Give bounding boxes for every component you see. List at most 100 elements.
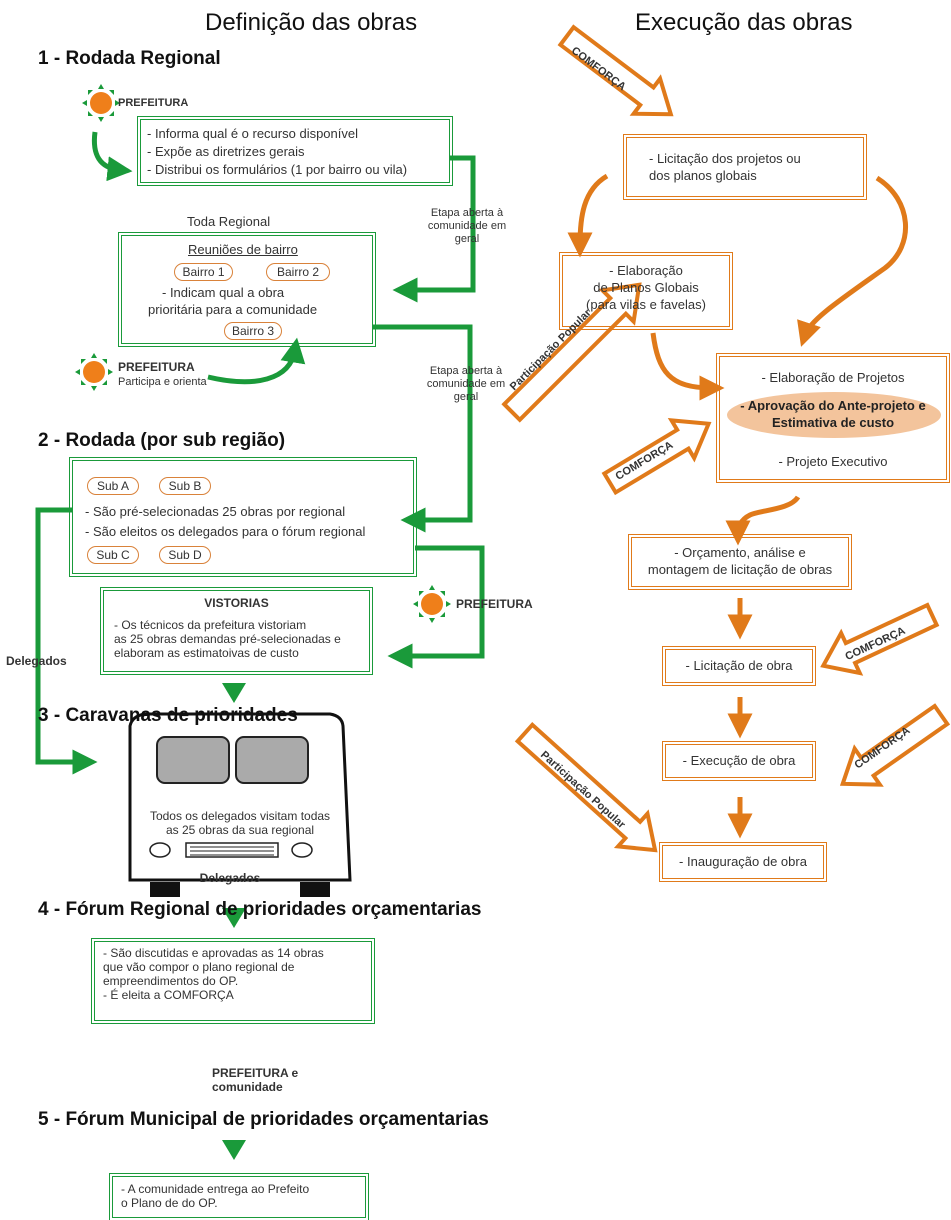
forum-municipal-box: - A comunidade entrega ao Prefeito o Pla… xyxy=(109,1173,369,1220)
bairro-pill: Bairro 3 xyxy=(224,322,282,340)
sub-pill: Sub D xyxy=(159,546,211,564)
forum-line: empreendimentos do OP. xyxy=(103,974,239,988)
exec-line: (para vilas e favelas) xyxy=(586,297,706,312)
down-arrow-icon xyxy=(222,683,246,703)
vistorias-box: VISTORIAS - Os técnicos da prefeitura vi… xyxy=(100,587,373,675)
flow-arrow xyxy=(725,495,801,546)
delegados-side-label: Delegados xyxy=(6,654,67,668)
rodada-regional-box: - Informa qual é o recurso disponível - … xyxy=(137,116,453,186)
flow-arrow xyxy=(91,131,133,182)
sub-regiao-box: Sub A Sub B - São pré-selecionadas 25 ob… xyxy=(69,457,417,577)
municipal-line: - A comunidade entrega ao Prefeito xyxy=(121,1182,310,1196)
bairro-pill: Bairro 1 xyxy=(174,263,233,281)
reunioes-title: Reuniões de bairro xyxy=(188,242,298,257)
indicam-line: - Indicam qual a obra xyxy=(162,285,285,300)
sub-pill: Sub B xyxy=(159,477,211,495)
note-line: geral xyxy=(454,233,480,245)
prefeitura-label: PREFEITURA xyxy=(118,360,195,374)
exec-line: - Projeto Executivo xyxy=(778,454,888,469)
forum-line: - São discutidas e aprovadas as 14 obras xyxy=(103,946,324,960)
forum-line: - É eleita a COMFORÇA xyxy=(103,988,234,1002)
execucao-obra-box: - Execução de obra xyxy=(662,741,816,781)
open-stage-note: Etapa aberta à comunidade em geral xyxy=(412,207,522,246)
sun-icon xyxy=(413,585,451,623)
participacao-arrow-icon xyxy=(501,282,642,423)
comforca-arrow-icon xyxy=(839,703,951,787)
flow-arrow xyxy=(567,173,609,258)
exec-line: - Orçamento, análise e xyxy=(674,545,806,560)
note-line: comunidade em xyxy=(427,220,507,232)
section-2-title: 2 - Rodada (por sub região) xyxy=(38,430,286,451)
section-4-title: 4 - Fórum Regional de prioridades orçame… xyxy=(38,899,482,920)
section-1-title: 1 - Rodada Regional xyxy=(38,48,221,69)
section-5-title: 5 - Fórum Municipal de prioridades orçam… xyxy=(38,1109,489,1130)
exec-line: dos planos globais xyxy=(649,168,757,183)
municipal-line: o Plano de do OP. xyxy=(121,1196,218,1210)
bus-label: Delegados xyxy=(199,871,261,885)
exec-line: - Elaboração xyxy=(609,263,683,278)
exec-line: de Planos Globais xyxy=(593,280,699,295)
bus-text: Todos os delegados visitam todas as 25 o… xyxy=(134,809,346,837)
prefeitura-sub: comunidade xyxy=(212,1080,283,1094)
exec-line: - Licitação dos projetos ou xyxy=(649,151,801,166)
prefeitura-label: PREFEITURA xyxy=(456,597,533,611)
sun-icon xyxy=(75,353,113,391)
sub-pill: Sub A xyxy=(87,477,139,495)
flow-arrow xyxy=(650,332,725,401)
down-arrow-icon xyxy=(222,908,246,928)
flow-arrow xyxy=(207,337,306,385)
highlight-line: - Aprovação do Ante-projeto e xyxy=(740,398,926,413)
header-definicao: Definição das obras xyxy=(205,9,418,36)
bus-illustration xyxy=(128,712,352,897)
box-line: - Distribui os formulários (1 por bairro… xyxy=(147,162,408,177)
licitacao-obra-box: - Licitação de obra xyxy=(662,646,816,686)
comforca-arrow-icon xyxy=(601,418,712,496)
box-line: - Expõe as diretrizes gerais xyxy=(147,144,305,159)
vistorias-line: - Os técnicos da prefeitura vistoriam xyxy=(114,618,307,632)
prefeitura-label: PREFEITURA e xyxy=(212,1066,299,1080)
open-stage-note: Etapa aberta à comunidade em geral xyxy=(410,365,522,404)
inauguracao-box: - Inauguração de obra xyxy=(659,842,827,882)
vistorias-line: elaboram as estimatoivas de custo xyxy=(114,646,299,660)
exec-line: montagem de licitação de obras xyxy=(647,562,833,577)
participacao-arrow-icon xyxy=(514,722,658,853)
planos-globais-box: - Elaboração de Planos Globais (para vil… xyxy=(559,252,733,330)
flow-arrow xyxy=(387,545,485,669)
comforca-arrow-icon xyxy=(557,24,674,117)
reunioes-bairro-box: Reuniões de bairro Bairro 1 Bairro 2 - I… xyxy=(118,232,376,347)
exec-line: - Licitação de obra xyxy=(685,658,793,673)
header-execucao: Execução das obras xyxy=(635,9,853,36)
highlight-line: Estimativa de custo xyxy=(771,415,895,430)
forum-regional-box: - São discutidas e aprovadas as 14 obras… xyxy=(91,938,375,1024)
vistorias-title: VISTORIAS xyxy=(204,596,269,610)
orcamento-box: - Orçamento, análise e montagem de licit… xyxy=(628,534,852,590)
section-3-title: 3 - Caravanas de prioridades xyxy=(38,705,298,726)
flow-arrow xyxy=(797,175,908,347)
down-arrow-icon xyxy=(222,1140,246,1160)
sub-pill: Sub C xyxy=(87,546,139,564)
licitacao-projetos-box: - Licitação dos projetos ou dos planos g… xyxy=(623,134,867,200)
toda-regional-label: Toda Regional xyxy=(187,214,271,229)
vistorias-line: as 25 obras demandas pré-selecionadas e xyxy=(114,632,341,646)
exec-line: - Execução de obra xyxy=(682,753,796,768)
indicam-line: prioritária para a comunidade xyxy=(148,302,318,317)
exec-line: - Inauguração de obra xyxy=(679,854,807,869)
box-line: - Informa qual é o recurso disponível xyxy=(147,126,358,141)
projetos-box: - Elaboração de Projetos - Aprovação do … xyxy=(716,353,950,483)
note-line: comunidade em xyxy=(426,378,506,390)
note-line: Etapa aberta à xyxy=(429,365,503,377)
sub-line: - São eleitos os delegados para o fórum … xyxy=(85,524,366,539)
comforca-arrow-icon xyxy=(820,602,940,676)
bus-line: as 25 obras da sua regional xyxy=(165,823,315,837)
flow-arrow xyxy=(392,155,476,303)
flow-arrow xyxy=(372,324,473,533)
flow-arrow xyxy=(35,507,98,775)
bairro-pill: Bairro 2 xyxy=(266,263,330,281)
highlight-ellipse xyxy=(727,392,941,438)
note-line: Etapa aberta à xyxy=(430,207,504,219)
prefeitura-label: PREFEITURA xyxy=(118,97,189,109)
sun-icon xyxy=(82,84,120,122)
note-line: geral xyxy=(453,391,479,403)
